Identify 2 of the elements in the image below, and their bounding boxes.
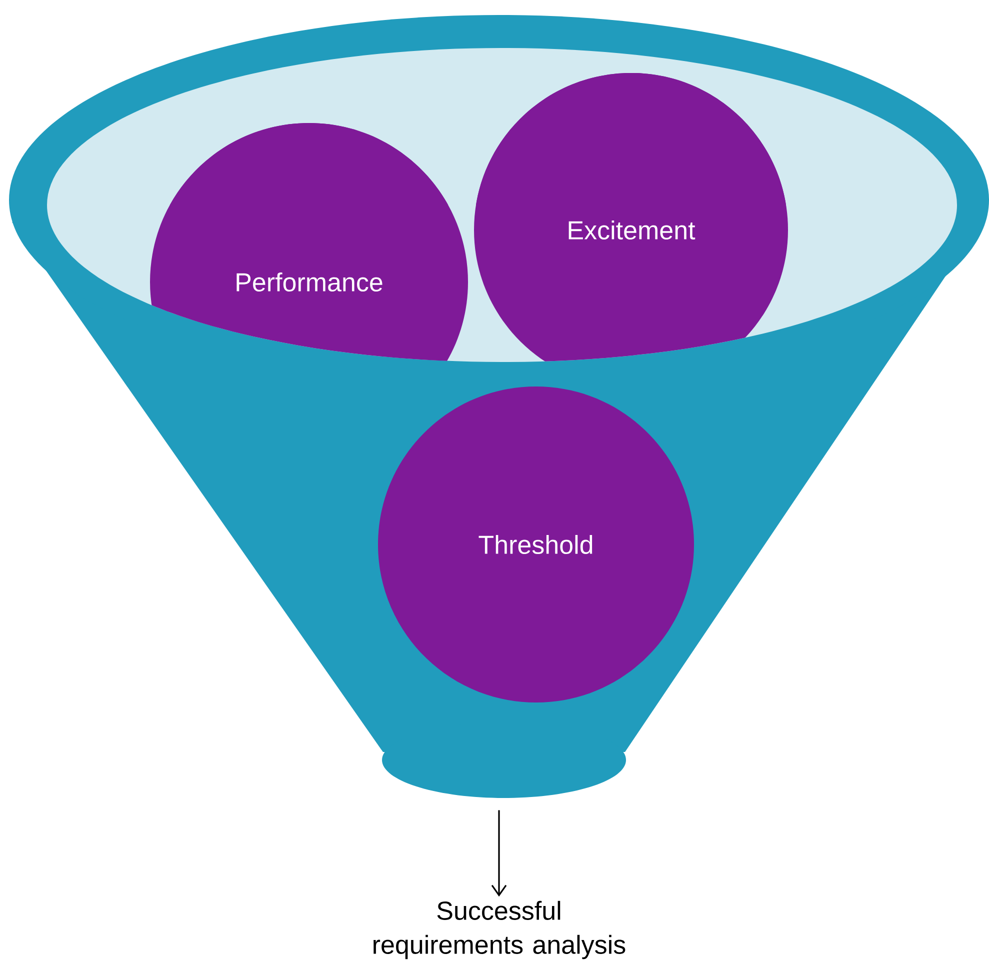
arrow [491,810,507,897]
result-text: Successful requirements analysis [374,900,626,960]
